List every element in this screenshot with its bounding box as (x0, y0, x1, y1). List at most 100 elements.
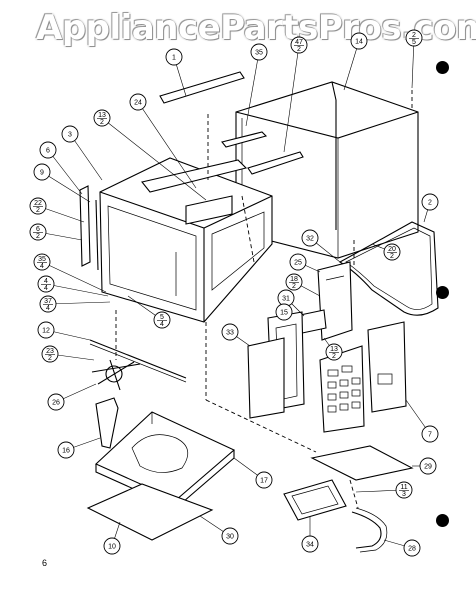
callout-circle (350, 32, 368, 50)
callout-number: 25 (294, 260, 302, 267)
registration-dot (436, 61, 449, 74)
callout-c37_4: 374 (39, 295, 111, 313)
callout-number: 26 (52, 400, 60, 407)
callout-c3: 3 (61, 125, 103, 181)
callout-circle (129, 93, 147, 111)
callout-number: 3 (68, 132, 72, 139)
callout-circle (255, 471, 273, 489)
callout-sub: 4 (44, 285, 48, 292)
callout-c16: 16 (57, 437, 101, 459)
callout-circle (39, 141, 57, 159)
callout-number: 47 (295, 39, 303, 46)
callout-circle (29, 197, 47, 215)
callout-circle (250, 43, 268, 61)
callout-c4_4: 44 (37, 275, 109, 297)
callout-sub: 2 (48, 355, 52, 362)
registration-dot (436, 514, 449, 527)
callout-sub: 2 (297, 46, 301, 53)
callout-sub: 4 (40, 263, 44, 270)
callout-number: 4 (44, 278, 48, 285)
callout-circle (41, 345, 59, 363)
callout-number: 13 (330, 346, 338, 353)
callout-circle (93, 109, 111, 127)
callout-c17: 17 (233, 457, 273, 489)
leader-line (101, 117, 207, 201)
callout-c2: 2 (421, 193, 439, 223)
leader-line (343, 40, 360, 91)
callout-number: 16 (62, 448, 70, 455)
strip-6 (79, 185, 91, 267)
bottom-plate (86, 483, 214, 541)
callout-number: 15 (280, 310, 288, 317)
callout-number: 18 (290, 276, 298, 283)
leader-line (69, 133, 103, 181)
callout-circle (153, 311, 171, 329)
callout-sub: 5 (412, 39, 416, 46)
control-board (367, 321, 407, 413)
leader-line (137, 101, 197, 189)
leader-line (45, 283, 109, 297)
callout-number: 1 (172, 55, 176, 62)
callout-sub: 4 (46, 305, 50, 312)
callout-number: 13 (98, 112, 106, 119)
callout-c22_2: 222 (29, 197, 85, 223)
watermark: AppliancePartsPros.com (36, 8, 476, 48)
callout-circle (403, 539, 421, 557)
rail-47 (247, 151, 304, 175)
callout-circle (57, 441, 75, 459)
leader-line (283, 44, 300, 153)
callout-number: 23 (46, 348, 54, 355)
callout-c7: 7 (405, 399, 439, 443)
callout-number: 14 (355, 39, 363, 46)
callout-number: 33 (226, 330, 234, 337)
callout-circle (103, 537, 121, 555)
callout-c10: 10 (103, 521, 121, 555)
callout-sub: 4 (160, 321, 164, 328)
callout-circle (221, 323, 239, 341)
page-number: 6 (42, 558, 48, 568)
callout-circle (47, 393, 65, 411)
callout-number: 9 (40, 170, 44, 177)
callout-c30: 30 (199, 515, 239, 545)
callout-circle (221, 527, 239, 545)
callout-circle (301, 229, 319, 247)
callout-number: 7 (428, 432, 432, 439)
callout-circle (37, 321, 55, 339)
callout-circle (33, 253, 51, 271)
registration-dot (436, 286, 449, 299)
callout-number: 11 (400, 484, 407, 491)
callout-c13_2: 132 (93, 109, 207, 201)
callout-number: 32 (306, 236, 314, 243)
callout-c23_2: 232 (41, 345, 95, 363)
callout-circle (421, 193, 439, 211)
leader-line (41, 261, 107, 293)
oven-cavity (99, 157, 273, 323)
callout-sub: 2 (36, 233, 40, 240)
callout-circle (29, 223, 47, 241)
callout-circle (421, 425, 439, 443)
callout-c26: 26 (47, 383, 97, 411)
callout-c28: 28 (383, 539, 421, 557)
callout-number: 2 (412, 32, 416, 39)
control-panel (319, 345, 365, 433)
wire-harness (351, 511, 382, 549)
callout-circle (405, 29, 423, 47)
turntable-drive (91, 359, 141, 391)
callout-number: 37 (44, 298, 52, 305)
callout-circle (301, 535, 319, 553)
callout-c15: 15 (275, 303, 293, 321)
callout-number: 35 (38, 256, 46, 263)
callout-number: 6 (36, 226, 40, 233)
callout-sub: 2 (332, 353, 336, 360)
callout-c11_3: 113 (355, 481, 413, 499)
callout-circle (289, 253, 307, 271)
callout-c18_2: 182 (285, 273, 321, 297)
callout-sub: 2 (292, 283, 296, 290)
callout-number: 6 (46, 148, 50, 155)
callout-sub: 2 (390, 253, 394, 260)
callout-circle (325, 343, 343, 361)
gasket-2 (338, 221, 439, 316)
callout-c6: 6 (39, 141, 83, 195)
